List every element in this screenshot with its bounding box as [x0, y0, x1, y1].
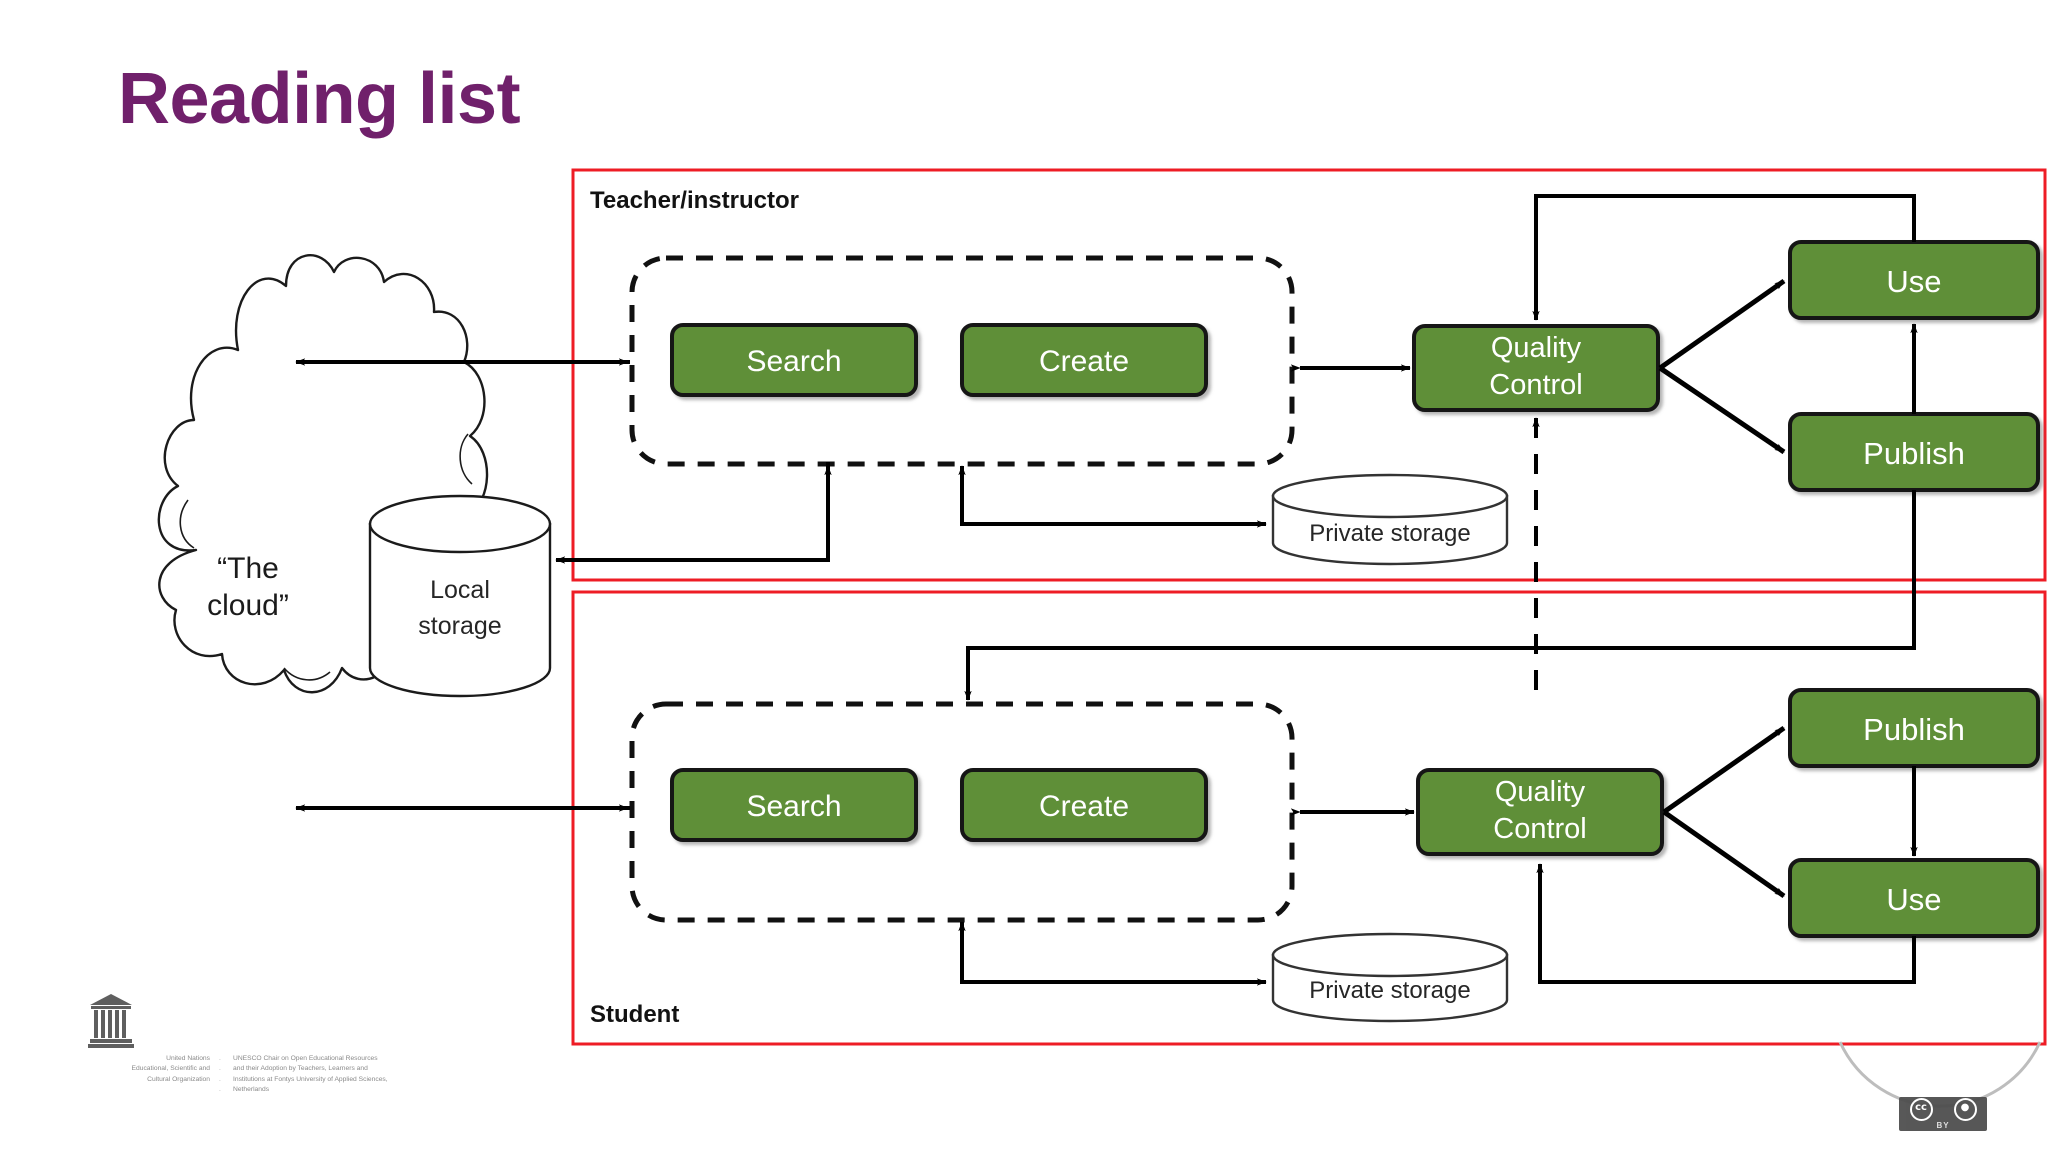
- unesco-chair-lines: UNESCO Chair on Open Educational Resourc…: [233, 1054, 458, 1096]
- unesco-org-line-2: Educational, Scientific and: [131, 1065, 210, 1073]
- teacher-use-box[interactable]: Use: [1788, 240, 2040, 320]
- teacher-search-box[interactable]: Search: [670, 323, 918, 397]
- cc-by-label: BY: [1936, 1121, 1950, 1130]
- teacher-use-label: Use: [1886, 264, 1941, 299]
- student-quality-control-label-line2: Control: [1493, 813, 1587, 845]
- teacher-create-box[interactable]: Create: [960, 323, 1208, 397]
- unesco-chair-line-2: and their Adoption by Teachers, Learners…: [233, 1065, 368, 1073]
- unesco-org-line-1: United Nations: [166, 1055, 210, 1062]
- teacher-create-label: Create: [1039, 345, 1129, 378]
- local-storage-label-line1: Local: [430, 576, 490, 604]
- arrow-student-qc-to-publish: [1662, 725, 1786, 815]
- student-quality-control-box[interactable]: Quality Control: [1416, 768, 1664, 856]
- cc-icon: cc: [1909, 1098, 1933, 1121]
- student-section-border: [571, 590, 2047, 1046]
- teacher-search-label: Search: [746, 345, 841, 378]
- teacher-quality-control-label-line1: Quality: [1491, 332, 1582, 364]
- student-create-label: Create: [1039, 790, 1129, 823]
- student-use-label: Use: [1886, 882, 1941, 917]
- unesco-chair-line-3: Institutions at Fontys University of App…: [233, 1075, 388, 1083]
- student-private-storage-label: Private storage: [1309, 977, 1470, 1004]
- student-search-label: Search: [746, 790, 841, 823]
- student-section-label: Student: [590, 1001, 679, 1028]
- arrow-teacher-qc-to-use: [1658, 278, 1786, 371]
- cc-license-badge[interactable]: cc ● BY: [1899, 1097, 1987, 1131]
- unesco-chair-line-1: UNESCO Chair on Open Educational Resourc…: [233, 1055, 378, 1062]
- arrow-student-create-to-private-storage: [960, 922, 1267, 986]
- student-publish-label: Publish: [1863, 712, 1965, 747]
- teacher-section-label: Teacher/instructor: [590, 187, 799, 214]
- local-storage-label-line2: storage: [418, 612, 501, 640]
- unesco-logo-icon: [88, 994, 134, 1048]
- student-publish-box[interactable]: Publish: [1788, 688, 2040, 768]
- cloud-label-line2: cloud”: [207, 589, 289, 622]
- arrow-student-qc-to-use: [1662, 809, 1786, 899]
- teacher-section-border: [571, 168, 2047, 582]
- arrow-student-use-to-qc-feedback: [1536, 863, 1916, 984]
- cloud-label-line1: “The: [217, 552, 279, 585]
- local-storage-cylinder: [368, 494, 552, 698]
- teacher-private-storage-label: Private storage: [1309, 520, 1470, 547]
- unesco-footer: United Nations Educational, Scientific a…: [78, 992, 458, 1122]
- student-search-box[interactable]: Search: [670, 768, 918, 842]
- teacher-private-storage-cylinder: [1271, 473, 1509, 566]
- arrow-teacher-use-to-qc-feedback: [1532, 194, 1916, 321]
- teacher-publish-box[interactable]: Publish: [1788, 412, 2040, 492]
- unesco-org-lines: United Nations Educational, Scientific a…: [78, 1054, 210, 1085]
- unesco-chair-line-4: Netherlands: [233, 1086, 270, 1094]
- student-activity-group: [629, 701, 1295, 923]
- teacher-publish-label: Publish: [1863, 436, 1965, 471]
- teacher-quality-control-box[interactable]: Quality Control: [1412, 324, 1660, 412]
- student-create-box[interactable]: Create: [960, 768, 1208, 842]
- teacher-quality-control-label-line2: Control: [1489, 369, 1583, 401]
- student-private-storage-cylinder: [1271, 932, 1509, 1023]
- student-use-box[interactable]: Use: [1788, 858, 2040, 938]
- arrow-teacher-create-to-private-storage: [960, 466, 1267, 528]
- page-title: Reading list: [118, 59, 521, 139]
- line-teacher-publish-down-to-student: [964, 490, 1916, 701]
- unesco-org-line-3: Cultural Organization: [147, 1075, 210, 1083]
- arrow-teacher-qc-to-publish: [1658, 365, 1786, 455]
- student-quality-control-label-line1: Quality: [1495, 776, 1586, 808]
- arrow-teacher-search-to-local-storage: [555, 462, 830, 564]
- cc-by-person-icon: ●: [1953, 1098, 1977, 1121]
- unesco-divider-dots: ....: [219, 1055, 221, 1094]
